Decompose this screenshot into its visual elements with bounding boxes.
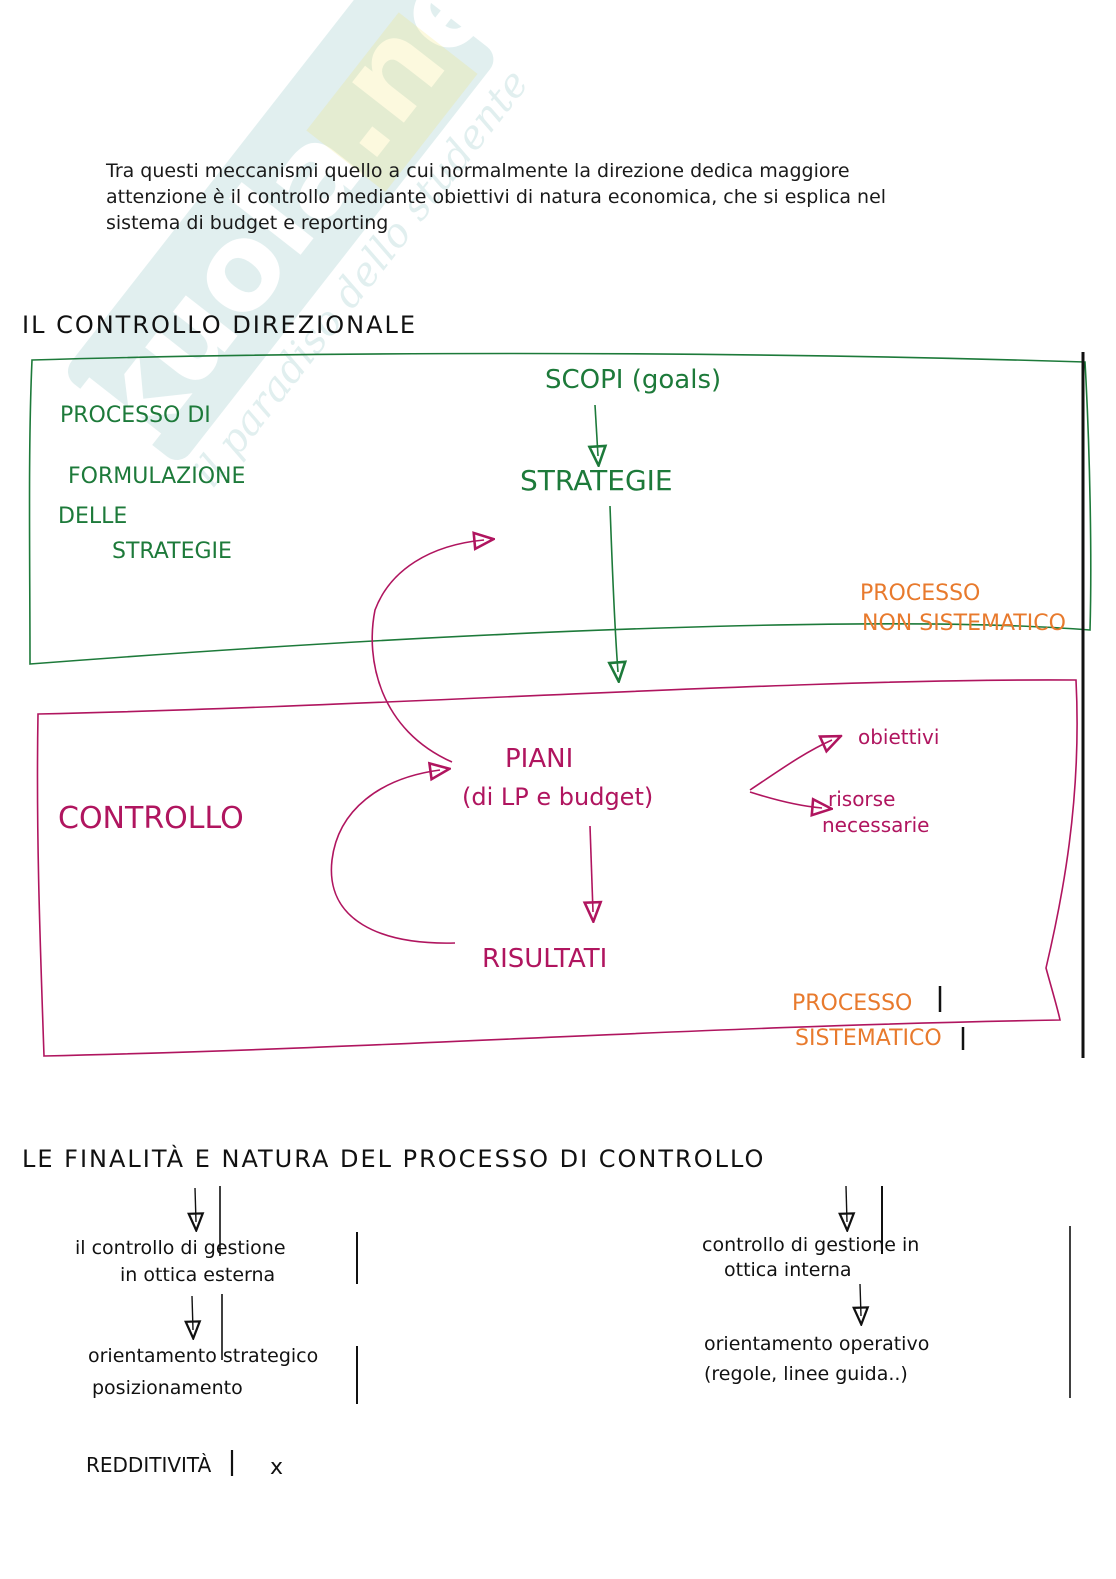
- left-line-5: REDDITIVITÀ: [86, 1453, 212, 1477]
- arrow-piani-risorse: [749, 791, 822, 808]
- arrow-left-1: [195, 1187, 196, 1222]
- left-line-3: orientamento strategico: [88, 1345, 318, 1367]
- green-side-line-4: STRATEGIE: [112, 539, 232, 564]
- green-side-line-1: PROCESSO DI: [60, 403, 211, 428]
- orange-top-line-1: PROCESSO: [860, 581, 980, 606]
- loop-risultati-piani: [330, 770, 456, 944]
- arrow-strategie-piani: [610, 505, 618, 672]
- left-mark: x: [270, 1455, 283, 1480]
- obiettivi-label: obiettivi: [858, 725, 939, 749]
- left-line-4: posizionamento: [92, 1377, 243, 1399]
- orange-bottom-line-1: PROCESSO: [792, 991, 912, 1016]
- left-line-2: in ottica esterna: [120, 1264, 275, 1286]
- diagram-title: IL CONTROLLO DIREZIONALE: [22, 311, 417, 339]
- arrow-right-1: [846, 1185, 847, 1222]
- arrow-scopi-strategie: [595, 404, 598, 456]
- arrow-right-2: [860, 1283, 861, 1316]
- risultati-label: RISULTATI: [482, 944, 607, 974]
- intro-line-2: attenzione è il controllo mediante obiet…: [106, 186, 887, 208]
- left-line-1: il controllo di gestione: [75, 1237, 286, 1259]
- intro-line-3: sistema di budget e reporting: [106, 212, 389, 234]
- piani-sub-label: (di LP e budget): [462, 783, 653, 811]
- green-side-line-2: FORMULAZIONE: [68, 464, 245, 489]
- intro-paragraph: Tra questi meccanismi quello a cui norma…: [106, 158, 986, 236]
- strategie-label: STRATEGIE: [520, 464, 673, 497]
- orange-top-line-2: NON SISTEMATICO: [862, 611, 1066, 636]
- risorse-line-2: necessarie: [822, 813, 929, 837]
- intro-line-1: Tra questi meccanismi quello a cui norma…: [106, 160, 850, 182]
- green-box: [28, 352, 1092, 665]
- right-line-2: ottica interna: [724, 1259, 852, 1281]
- right-line-4: (regole, linee guida..): [704, 1363, 908, 1385]
- piani-label: PIANI: [505, 744, 573, 774]
- arrow-piani-obiettivi: [749, 740, 832, 791]
- magenta-box: [36, 679, 1078, 1057]
- right-line-3: orientamento operativo: [704, 1333, 929, 1355]
- orange-bottom-line-2: SISTEMATICO: [795, 1026, 942, 1051]
- scopi-label: SCOPI (goals): [545, 365, 721, 395]
- controllo-label: CONTROLLO: [58, 801, 244, 836]
- risorse-line-1: risorse: [828, 787, 895, 811]
- green-side-line-3: DELLE: [58, 504, 127, 529]
- right-line-1: controllo di gestione in: [702, 1234, 919, 1256]
- loop-piani-strategie: [371, 540, 484, 763]
- arrow-piani-risultati: [590, 825, 593, 912]
- arrow-left-2: [192, 1295, 193, 1330]
- finalita-title: LE FINALITÀ E NATURA DEL PROCESSO DI CON…: [22, 1144, 765, 1173]
